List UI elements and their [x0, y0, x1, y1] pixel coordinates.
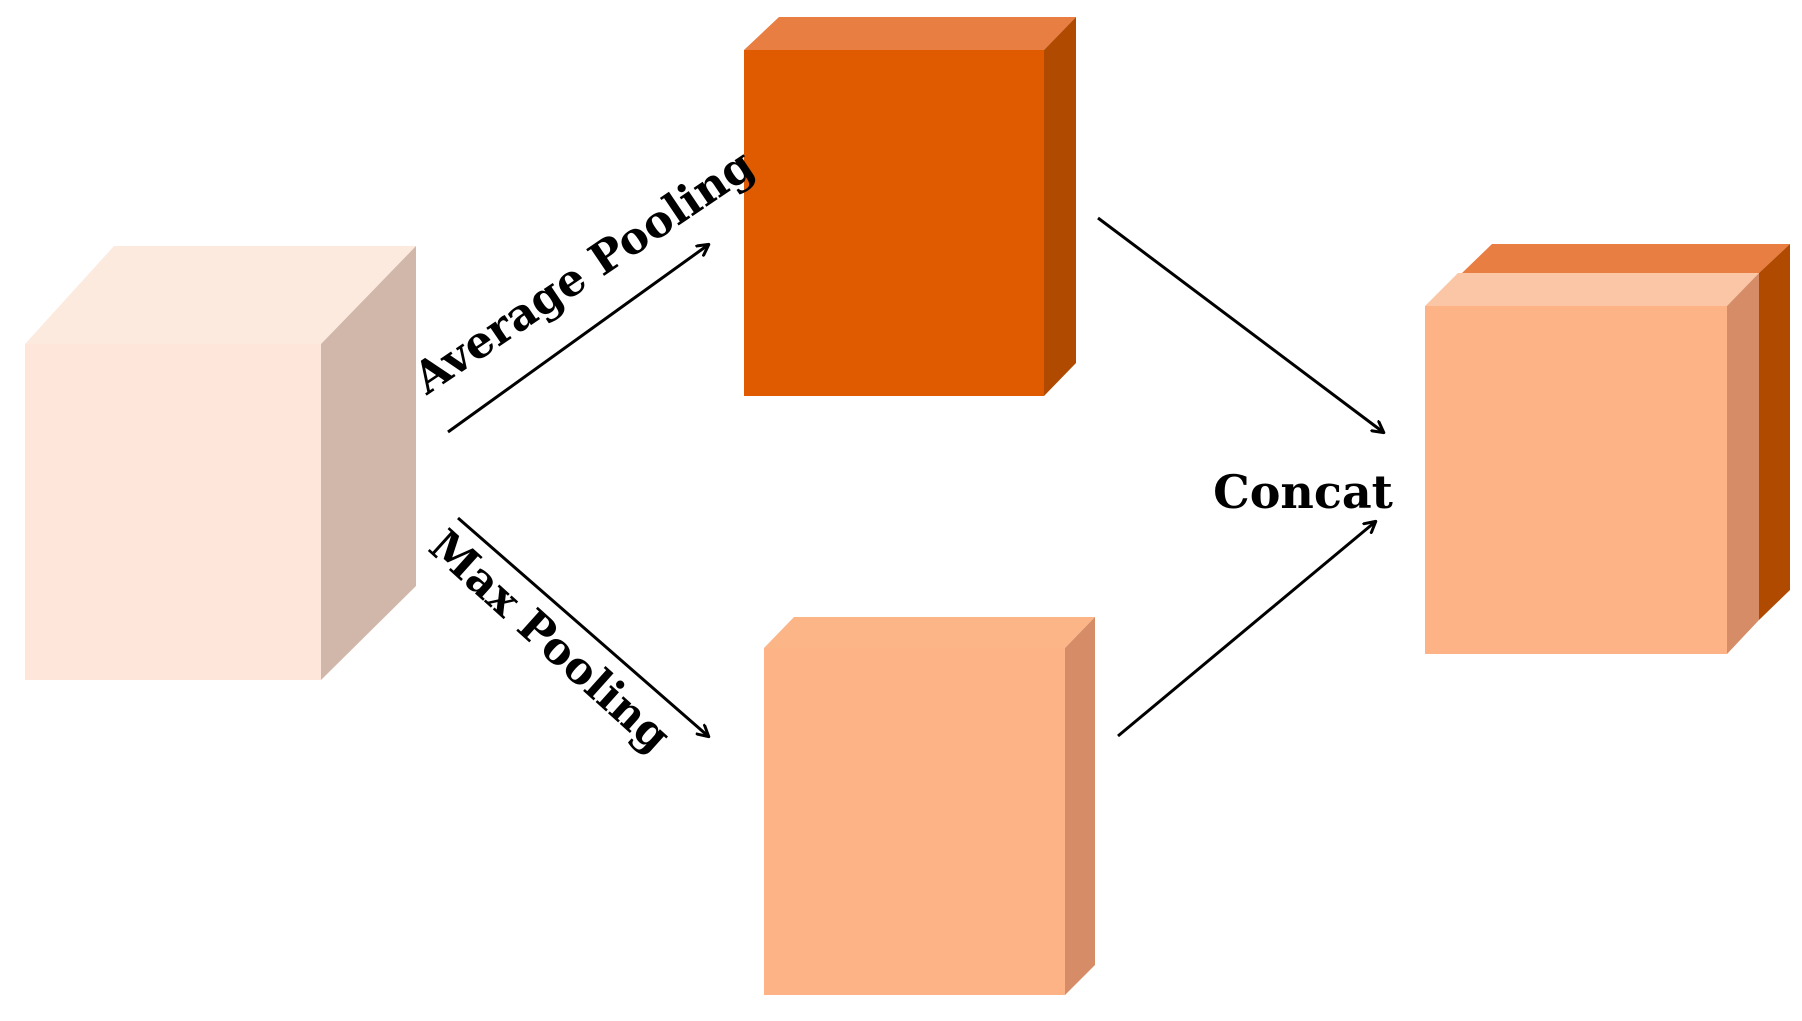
max-block-side: [1065, 617, 1095, 995]
input-cube-side: [321, 246, 416, 680]
max-block-front: [764, 648, 1065, 995]
avg-block-front: [744, 50, 1044, 396]
avg-block-side: [1044, 17, 1076, 396]
concat-back-top: [1462, 244, 1790, 273]
arrow-input-to-average: [447, 245, 708, 434]
avg-block-top: [744, 17, 1076, 50]
concat-back-side: [1759, 244, 1790, 620]
average-pooling-block: [744, 17, 1076, 396]
concat-front-top: [1425, 273, 1759, 306]
average-pooling-label: Average Pooling: [404, 139, 764, 405]
input-cube-front: [25, 344, 321, 680]
max-pooling-label: Max Pooling: [419, 520, 680, 762]
max-block-top: [764, 617, 1095, 648]
input-cube-top: [25, 246, 416, 344]
arrow-average-to-concat: [1097, 216, 1383, 432]
arrow-input-to-max: [457, 516, 708, 736]
input-feature-cube: [25, 246, 416, 680]
arrow-max-to-concat: [1117, 522, 1375, 738]
concat-front-side: [1727, 273, 1759, 654]
concat-front-face: [1425, 306, 1727, 654]
concat-output-block: [1425, 244, 1790, 654]
max-pooling-block: [764, 617, 1095, 995]
concat-label: Concat: [1213, 465, 1394, 519]
